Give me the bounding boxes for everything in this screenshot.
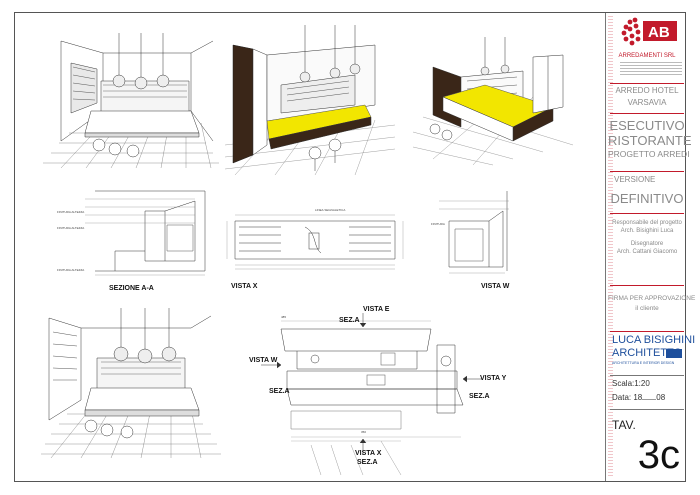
svg-text:FINITURA ALTEZZA: FINITURA ALTEZZA bbox=[57, 226, 84, 230]
divider-2 bbox=[610, 113, 684, 114]
divider-5 bbox=[610, 285, 684, 286]
project-title-1: ESECUTIVO bbox=[609, 118, 685, 133]
date-year: 08 bbox=[656, 393, 666, 402]
architect-color-bar bbox=[666, 349, 682, 358]
designer-label: Disegnatore bbox=[630, 241, 664, 247]
section-mark-right: SEZ.A bbox=[469, 393, 490, 400]
logo-letters: AB bbox=[648, 24, 670, 41]
divider-8 bbox=[610, 409, 684, 410]
divider-6 bbox=[610, 331, 684, 332]
approval-sub: il cliente bbox=[635, 305, 659, 312]
plan-view-drawing: 485 350 bbox=[261, 313, 483, 476]
version-label: VERSIONE bbox=[614, 175, 656, 184]
divider-7 bbox=[610, 375, 684, 376]
vista-e-label: VISTA E bbox=[363, 306, 390, 313]
svg-text:350: 350 bbox=[361, 430, 366, 434]
svg-text:LINEA SEGNALETICA: LINEA SEGNALETICA bbox=[315, 208, 345, 212]
drawing-sheet: FINITURA ALTEZZA FINITURA ALTEZZA FINITU… bbox=[14, 12, 696, 483]
designer-name: Arch. Cattani Giacomo bbox=[616, 249, 678, 255]
vista-x-drawing: LINEA SEGNALETICA bbox=[226, 208, 404, 270]
svg-text:FINITURA ALTEZZA: FINITURA ALTEZZA bbox=[57, 268, 84, 272]
version-value: DEFINITIVO bbox=[610, 191, 684, 206]
vista-w-drawing: FINITURA bbox=[431, 191, 509, 274]
vista-w-label: VISTA W bbox=[481, 283, 510, 290]
vista-w-plan-label: VISTA W bbox=[249, 357, 278, 364]
tav-label: TAV. bbox=[612, 418, 636, 432]
section-mark-top: SEZ.A bbox=[339, 317, 360, 324]
drawing-area: FINITURA ALTEZZA FINITURA ALTEZZA FINITU… bbox=[15, 13, 605, 483]
architect-name: LUCA BISIGHINI bbox=[612, 334, 696, 346]
date-text: Data: 18 08 bbox=[612, 393, 665, 402]
perspective-view-4 bbox=[41, 308, 221, 458]
project-subtitle: PROGETTO ARREDI bbox=[608, 149, 690, 159]
responsible-name: Arch. Bisighini Luca bbox=[620, 228, 674, 234]
date-month-handwritten bbox=[642, 394, 657, 400]
section-mark-left: SEZ.A bbox=[269, 388, 290, 395]
divider-3 bbox=[610, 171, 684, 172]
vista-x-label: VISTA X bbox=[231, 283, 258, 290]
project-title-2: RISTORANTE bbox=[608, 133, 692, 148]
company-name: ARREDAMENTI SRL bbox=[618, 53, 676, 59]
divider-1 bbox=[610, 83, 684, 84]
svg-text:485: 485 bbox=[281, 315, 286, 319]
title-block: AB ARREDAMENTI SRL ARREDO HOTEL VARSAVIA… bbox=[605, 13, 696, 481]
svg-text:FINITURA: FINITURA bbox=[431, 222, 445, 226]
company-address bbox=[620, 61, 682, 75]
vertical-notes bbox=[608, 15, 613, 477]
date-day: Data: 18 bbox=[612, 393, 643, 402]
responsible-label: Responsabile del progetto bbox=[612, 220, 682, 226]
client-line-1: ARREDO HOTEL bbox=[615, 86, 679, 95]
client-line-2: VARSAVIA bbox=[627, 98, 667, 107]
company-logo: AB bbox=[621, 17, 677, 46]
tav-number: 3c bbox=[637, 433, 680, 477]
perspective-view-2 bbox=[225, 25, 395, 175]
section-mark-bottom: SEZ.A bbox=[357, 459, 378, 466]
vista-x-plan-label: VISTA X bbox=[355, 450, 382, 457]
perspective-view-1 bbox=[43, 33, 219, 169]
scale-text: Scala:1:20 bbox=[612, 379, 650, 388]
vista-y-label: VISTA Y bbox=[480, 375, 507, 382]
section-aa-drawing: FINITURA ALTEZZA FINITURA ALTEZZA FINITU… bbox=[57, 190, 206, 276]
section-aa-label: SEZIONE A-A bbox=[109, 285, 154, 292]
svg-text:FINITURA ALTEZZA: FINITURA ALTEZZA bbox=[57, 210, 84, 214]
approval-label: FIRMA PER APPROVAZIONE bbox=[608, 295, 696, 302]
divider-4 bbox=[610, 213, 684, 214]
architect-tagline: ARCHITETTURA E INTERIOR DESIGN bbox=[612, 361, 675, 365]
perspective-view-3 bbox=[413, 37, 574, 166]
architect-title: ARCHITETTO bbox=[612, 347, 683, 359]
